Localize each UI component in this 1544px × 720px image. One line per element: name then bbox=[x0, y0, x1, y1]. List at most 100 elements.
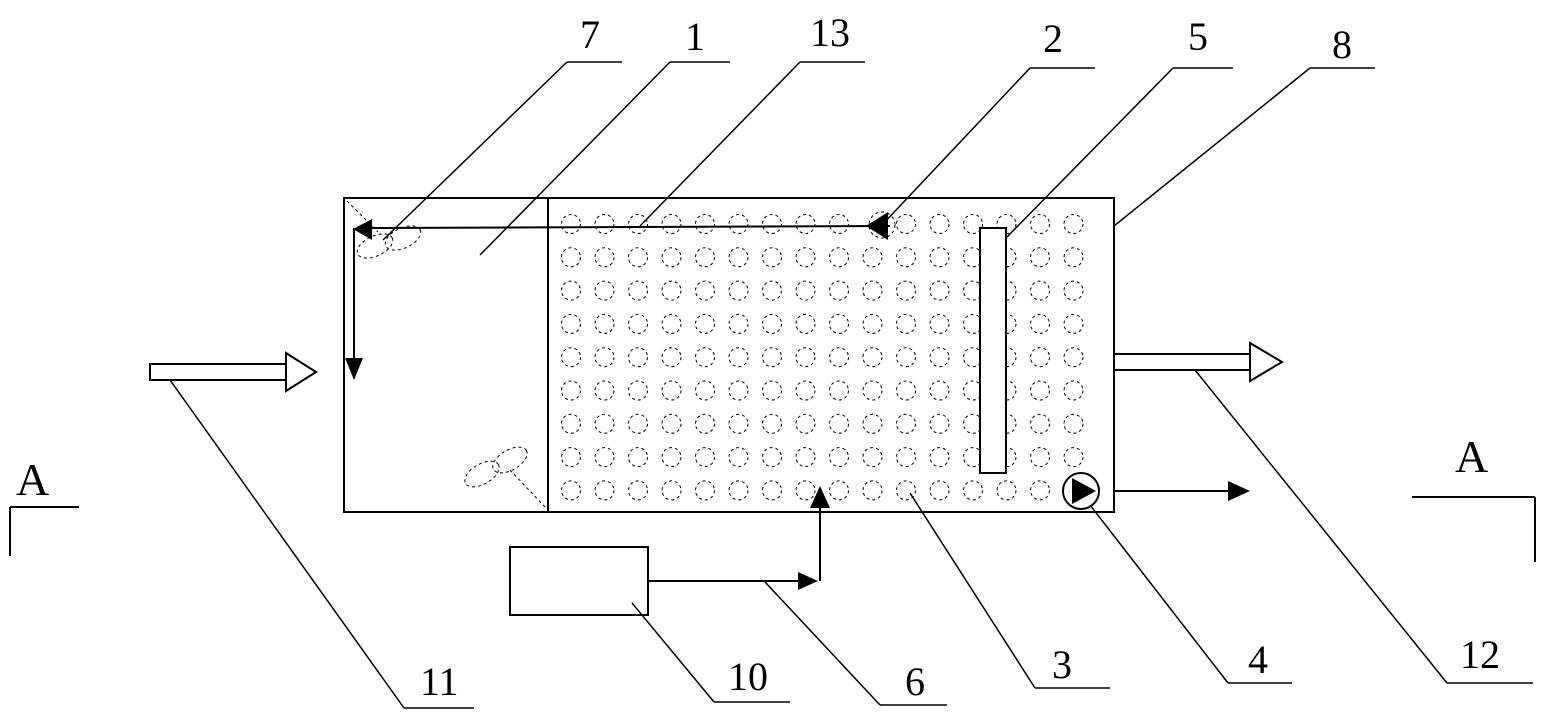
aeration-bubble bbox=[762, 413, 782, 434]
aeration-bubble bbox=[1030, 313, 1050, 334]
circulation-flow-line bbox=[367, 225, 891, 229]
aeration-bubble bbox=[929, 313, 950, 334]
label-6: 6 bbox=[905, 659, 925, 704]
aeration-bubble bbox=[896, 480, 916, 501]
aeration-bubble bbox=[695, 347, 715, 368]
aeration-bubble bbox=[594, 447, 615, 468]
leader-line-13 bbox=[639, 61, 801, 227]
aeration-bubble bbox=[1063, 447, 1084, 468]
aeration-bubble bbox=[862, 413, 883, 434]
aeration-bubble bbox=[963, 214, 983, 234]
label-13: 13 bbox=[810, 10, 850, 55]
aeration-bubble bbox=[963, 480, 983, 501]
aeration-bubble bbox=[661, 214, 682, 234]
aeration-bubble bbox=[594, 480, 615, 501]
aeration-bubble bbox=[762, 214, 782, 234]
arrowhead bbox=[810, 486, 830, 508]
aeration-bubble bbox=[829, 380, 849, 401]
aeration-bubble bbox=[929, 280, 950, 301]
aeration-bubble bbox=[561, 447, 581, 468]
impeller-ellipse bbox=[356, 233, 394, 259]
aeration-bubble bbox=[762, 313, 782, 334]
aeration-bubble bbox=[829, 413, 849, 434]
aeration-bubble bbox=[628, 413, 648, 434]
aeration-bubble bbox=[1030, 247, 1050, 268]
aeration-bubble bbox=[1063, 380, 1084, 401]
aeration-bubble bbox=[829, 247, 849, 268]
aeration-bubble bbox=[661, 280, 682, 301]
impeller-ellipse bbox=[492, 446, 528, 474]
aeration-bubble bbox=[829, 347, 849, 368]
aeration-bubble bbox=[561, 214, 581, 234]
label-8: 8 bbox=[1332, 22, 1352, 67]
aeration-bubble bbox=[1030, 214, 1050, 234]
aeration-bubble bbox=[762, 447, 782, 468]
label-3: 3 bbox=[1052, 642, 1072, 687]
inlet-arrowhead bbox=[285, 351, 318, 393]
aeration-bubble bbox=[862, 247, 883, 268]
aeration-bubble bbox=[728, 247, 749, 268]
aeration-bubble bbox=[896, 214, 916, 234]
arrowhead bbox=[345, 358, 363, 380]
aeration-bubble bbox=[762, 380, 782, 401]
aeration-bubble bbox=[728, 380, 749, 401]
aeration-bubble bbox=[862, 447, 883, 468]
inlet-pipe bbox=[149, 363, 287, 381]
aeration-bubble bbox=[628, 313, 648, 334]
aeration-bubble bbox=[862, 380, 883, 401]
aeration-bubble bbox=[728, 313, 749, 334]
aeration-bubble bbox=[594, 380, 615, 401]
aeration-bubble bbox=[1063, 280, 1084, 301]
aeration-bubble bbox=[896, 347, 916, 368]
aeration-bubble bbox=[896, 380, 916, 401]
leader-line-4 bbox=[1089, 504, 1229, 684]
label-5: 5 bbox=[1188, 14, 1208, 59]
aeration-bubble bbox=[929, 214, 950, 234]
leader-line-3 bbox=[909, 492, 1036, 689]
aeration-bubble bbox=[594, 413, 615, 434]
leader-line-11 bbox=[169, 379, 405, 709]
aeration-bubble bbox=[829, 447, 849, 468]
aeration-bubble bbox=[661, 380, 682, 401]
aeration-bubble bbox=[695, 447, 715, 468]
aeration-bubble bbox=[628, 247, 648, 268]
aeration-bubble bbox=[929, 347, 950, 368]
aeration-bubble bbox=[695, 247, 715, 268]
aeration-bubble bbox=[1030, 380, 1050, 401]
aeration-bubble bbox=[795, 480, 816, 501]
arrowhead bbox=[866, 212, 888, 240]
aeration-bubble bbox=[829, 280, 849, 301]
aeration-bubble bbox=[896, 313, 916, 334]
aeration-bubble bbox=[628, 214, 648, 234]
aeration-bubble bbox=[1063, 313, 1084, 334]
aeration-bubble bbox=[829, 214, 849, 234]
aeration-bubble bbox=[728, 214, 749, 234]
aeration-bubble bbox=[661, 313, 682, 334]
aeration-bubble bbox=[795, 380, 816, 401]
aeration-bubble bbox=[728, 447, 749, 468]
arrowhead bbox=[1228, 481, 1250, 501]
aeration-bubble bbox=[594, 280, 615, 301]
outlet-pipe bbox=[1113, 353, 1251, 371]
aeration-bubble bbox=[896, 247, 916, 268]
aeration-bubble bbox=[795, 280, 816, 301]
aeration-bubble bbox=[561, 313, 581, 334]
aeration-bubble bbox=[929, 413, 950, 434]
aeration-bubble bbox=[1063, 413, 1084, 434]
aeration-bubble-grid bbox=[561, 214, 1084, 501]
aeration-bubble bbox=[628, 347, 648, 368]
aeration-bubble bbox=[1063, 214, 1084, 234]
aeration-bubble bbox=[594, 214, 615, 234]
aeration-bubble bbox=[762, 247, 782, 268]
aeration-bubble bbox=[795, 313, 816, 334]
aeration-bubble bbox=[695, 280, 715, 301]
leader-line-7 bbox=[382, 61, 568, 241]
impeller-ellipse bbox=[384, 225, 422, 251]
aeration-bubble bbox=[862, 280, 883, 301]
aeration-bubble bbox=[594, 347, 615, 368]
aeration-bubble bbox=[795, 347, 816, 368]
label-11: 11 bbox=[420, 659, 459, 704]
aeration-bubble bbox=[628, 380, 648, 401]
aeration-bubble bbox=[795, 247, 816, 268]
aeration-bubble bbox=[628, 447, 648, 468]
